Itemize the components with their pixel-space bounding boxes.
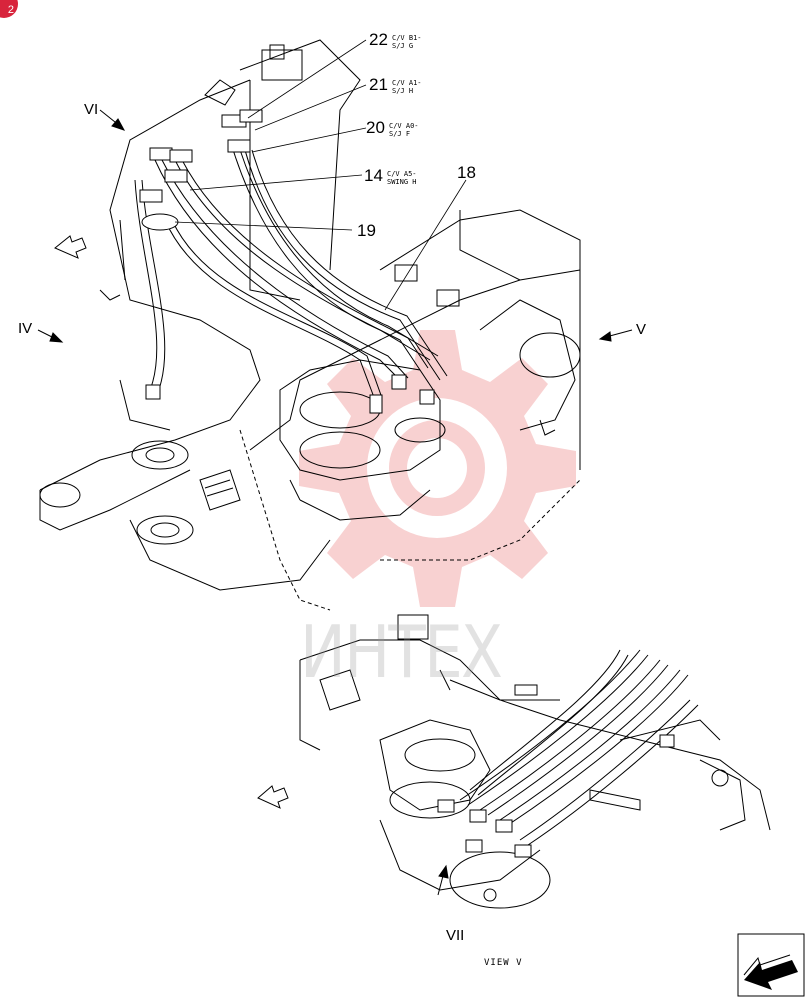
callout-line2: S/J F: [389, 130, 410, 138]
callout-20: 20 C/V A0- S/J F: [366, 118, 419, 138]
view-marker-vii: VII: [446, 927, 464, 944]
callout-line1: C/V B1-: [392, 34, 422, 42]
lower-view-drawing: [299, 614, 771, 909]
lower-fittings: [437, 684, 675, 858]
upper-fittings: [139, 109, 435, 414]
callout-number: 22: [369, 30, 388, 49]
view-arrows: [37, 109, 633, 896]
view-marker-iv: IV: [18, 320, 32, 337]
callout-line1: C/V A0-: [389, 122, 419, 130]
view-marker-v: V: [636, 321, 646, 338]
front-direction-arrow-icon: [737, 933, 805, 997]
view-label: VIEW V: [484, 958, 523, 968]
front-direction-arrow-icon: [54, 235, 87, 259]
front-direction-arrow-icon: [257, 785, 289, 809]
callout-number: 20: [366, 118, 385, 137]
callout-21: 21 C/V A1- S/J H: [369, 75, 422, 95]
callout-line1: C/V A1-: [392, 79, 422, 87]
callout-number: 14: [364, 166, 383, 185]
leader-lines: [174, 39, 467, 311]
callout-number: 21: [369, 75, 388, 94]
callout-line2: S/J H: [392, 87, 413, 95]
callout-14: 14 C/V A5- SWING H: [364, 166, 417, 186]
callout-line2: S/J G: [392, 42, 413, 50]
upper-frame-drawing: [39, 39, 581, 611]
view-marker-vi: VI: [84, 101, 98, 118]
watermark-text: ИНТЕХ: [300, 610, 503, 694]
callout-18: 18: [457, 163, 476, 182]
callout-19: 19: [357, 221, 376, 240]
lower-hose-bundle: [459, 649, 699, 846]
callout-line1: C/V A5-: [387, 170, 417, 178]
callout-line2: SWING H: [387, 178, 417, 186]
page-badge: 2: [0, 0, 18, 18]
callout-22: 22 C/V B1- S/J G: [369, 30, 422, 50]
watermark-gear-icon: [299, 330, 576, 607]
